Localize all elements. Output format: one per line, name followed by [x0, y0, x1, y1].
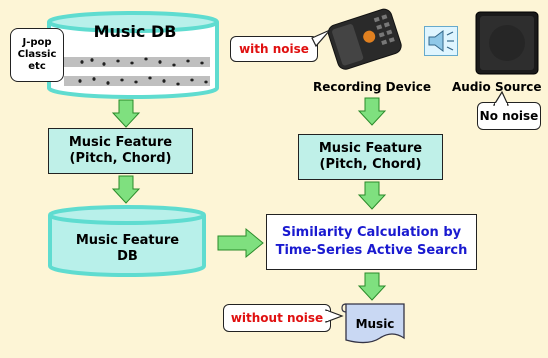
feature-db-line1: Music Feature	[75, 233, 180, 248]
arrow-down-5	[357, 272, 387, 301]
recording-device-icon	[327, 8, 402, 70]
right-feature-line2: (Pitch, Chord)	[319, 157, 422, 172]
arrow-down-2	[111, 175, 141, 204]
genre-jpop: J-pop	[22, 37, 52, 48]
feature-db-line2: DB	[117, 249, 138, 264]
feature-db-label: Music Feature DB	[55, 233, 200, 265]
with-noise-callout: with noise	[230, 36, 318, 62]
similarity-line2: Time-Series Active Search	[275, 243, 468, 258]
right-feature-box: Music Feature (Pitch, Chord)	[298, 134, 443, 180]
with-noise-pointer	[311, 29, 331, 48]
music-db-title: Music DB	[93, 22, 177, 41]
sheet-music-icon	[64, 57, 210, 86]
music-output-label: Music	[355, 317, 395, 331]
similarity-box: Similarity Calculation by Time-Series Ac…	[266, 214, 477, 270]
arrow-down-4	[357, 181, 387, 210]
speaker-icon	[424, 26, 458, 56]
without-noise-callout: without noise	[223, 304, 331, 332]
genre-classic: Classic	[17, 49, 57, 60]
recording-device-label: Recording Device	[313, 80, 431, 94]
right-feature-line1: Music Feature	[318, 141, 423, 156]
left-feature-box: Music Feature (Pitch, Chord)	[48, 128, 193, 174]
audio-source-label: Audio Source	[452, 80, 542, 94]
music-scroll-icon	[341, 303, 405, 344]
left-feature-line2: (Pitch, Chord)	[69, 151, 172, 166]
without-noise-pointer	[325, 309, 344, 323]
music-db-cylinder	[47, 11, 219, 99]
arrow-right	[217, 227, 264, 259]
similarity-line1: Similarity Calculation by	[281, 225, 462, 240]
arrow-down-1	[111, 99, 141, 128]
arrow-down-3	[357, 97, 387, 126]
no-noise-callout: No noise	[477, 102, 541, 130]
no-noise-pointer	[492, 90, 509, 107]
left-feature-line1: Music Feature	[68, 135, 173, 150]
genre-etc: etc	[28, 61, 46, 72]
feature-db-cylinder	[48, 205, 206, 277]
audio-source-icon	[475, 11, 539, 75]
genre-callout: J-pop Classic etc	[10, 28, 64, 82]
